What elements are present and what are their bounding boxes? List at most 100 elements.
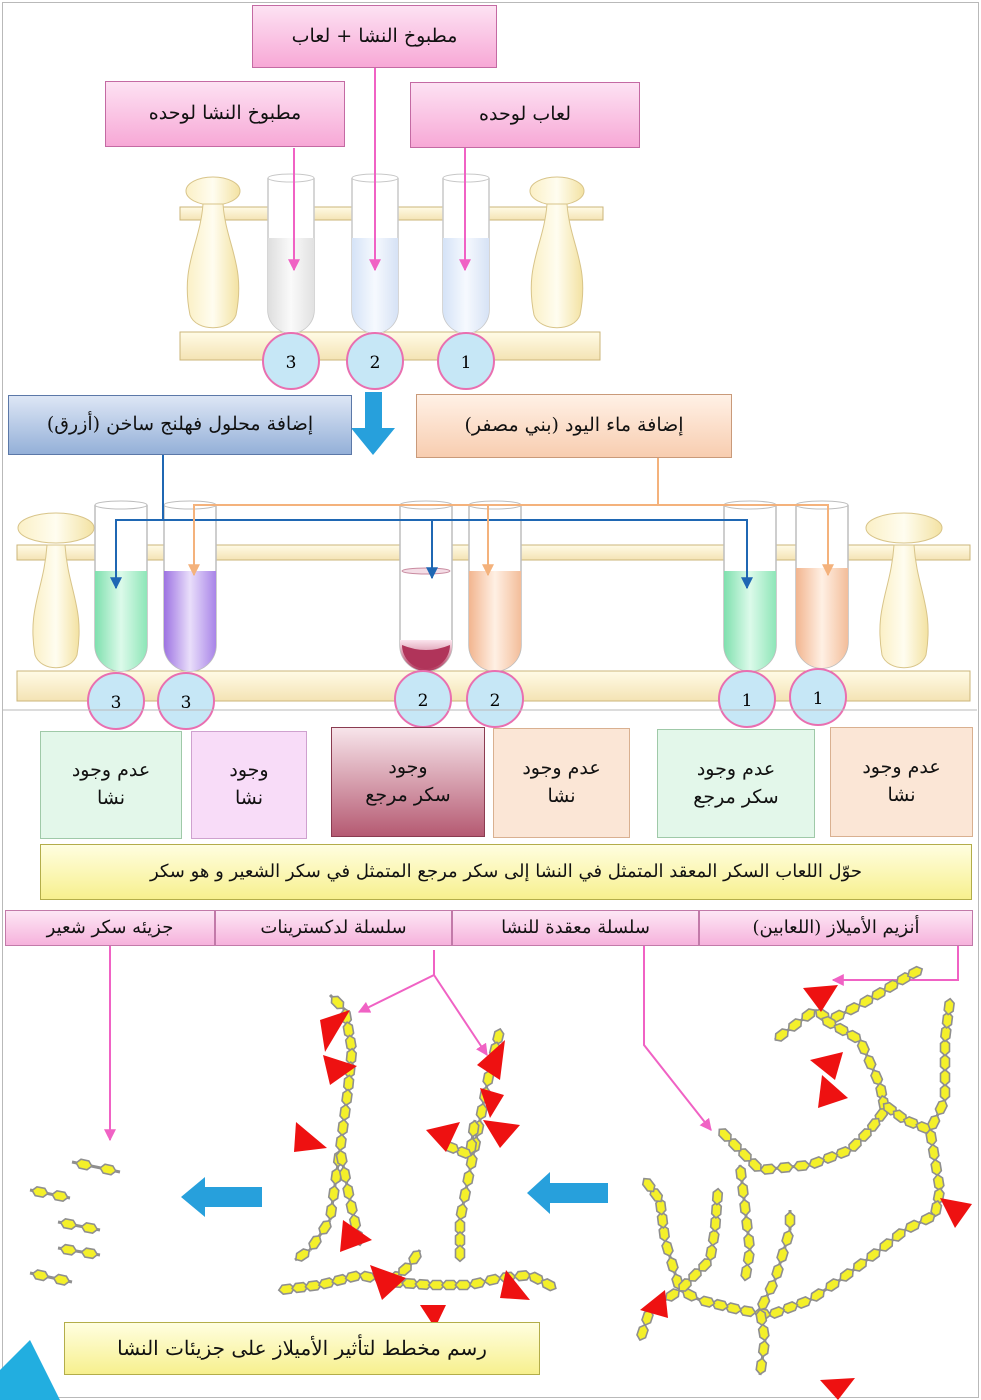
sugar-unit [458,1186,472,1204]
tube-number-circle [346,332,404,390]
sugar-unit [75,1158,93,1171]
sugar-unit [468,1277,487,1290]
sugar-unit [801,1008,816,1022]
result-line: نشا [887,784,916,806]
sugar-unit [697,1295,716,1308]
amylase-enzyme-shape [640,1290,668,1318]
amylase-enzyme-shape [340,1220,372,1252]
sugar-unit [741,1215,753,1234]
tube-number: 3 [181,693,192,713]
tube-number: 3 [111,693,122,713]
tube-number: 2 [490,691,501,711]
result-1-iodine: عدم وجود نشا [830,727,973,837]
sugar-unit [345,1198,358,1217]
result-2-iodine: عدم وجود نشا [493,728,630,838]
sugar-unit [318,1219,332,1236]
amylase-enzyme-shape [803,985,838,1012]
result-line: عدم وجود [71,759,151,782]
flask-left [185,176,241,329]
label-starch-only: مطبوخ النشا لوحده [105,81,345,147]
legend-starch-chain: سلسلة معقدة للنشا [452,910,699,946]
big-down-arrow [351,392,395,455]
test-tube-2-iodine [468,500,522,672]
sugar-unit [863,1054,877,1071]
sugar-unit [771,1262,784,1281]
sugar-unit [781,1229,794,1248]
sugar-unit [943,997,955,1016]
amylase-enzyme-shape [320,1010,350,1052]
sugar-unit [764,1279,778,1296]
amylase-enzymes [294,985,972,1400]
sugar-unit [308,1234,322,1251]
label-iodine: إضافة ماء اليود (بني مصفر) [416,394,732,458]
amylase-enzyme-shape [483,1120,520,1148]
sugar-unit [51,1189,69,1203]
sugar-unit [337,1118,349,1137]
sugar-unit [80,1221,99,1235]
test-tube-1-iodine [795,500,849,669]
tube-number: 1 [461,353,472,373]
arrow-left-1 [527,1172,608,1214]
sugar-unit [776,1246,789,1264]
result-1-fehling: عدم وجود سكر مرجع [657,729,815,838]
result-line: سكر مرجع [365,784,451,806]
sugar-unit [737,1181,749,1200]
amylase-enzyme-shape [480,1088,504,1118]
iodine-connector-lines [188,458,834,577]
test-tube-3-top [267,173,315,334]
sugar-unit [939,1083,951,1102]
sugar-unit [735,1164,747,1183]
sugar-unit [483,1273,502,1286]
sugar-unit [327,1184,340,1203]
sugar-unit [540,1278,557,1292]
sugar-unit [904,1219,921,1233]
label-saliva-only: لعاب لوحده [410,82,640,148]
sugar-unit [344,1270,363,1283]
corner-accent [0,1340,60,1400]
sugar-unit [718,1128,732,1142]
result-line: نشا [234,787,264,809]
amylase-enzyme-shape [500,1270,530,1300]
sugar-unit [661,1239,674,1258]
test-tube-3-fehling [94,500,148,672]
result-line: عدم وجود [522,757,601,780]
flask-right [529,176,585,329]
sugar-unit [839,1268,854,1282]
flask-right-2 [865,512,943,669]
sugar-unit [844,1002,861,1016]
result-line: عدم وجود [862,756,941,779]
sugar-unit [31,1269,50,1282]
test-tube-1-fehling [723,500,777,672]
sugar-unit [462,1169,475,1188]
result-line: نشا [547,785,576,807]
amylase-enzyme-shape [426,1122,460,1152]
result-line: نشا [96,787,126,809]
sugar-unit [906,965,924,980]
label-fehling: إضافة محلول فهلنج ساخن (أزرق) [8,395,352,455]
sugar-unit [740,1263,753,1282]
sugar-unit [666,1256,679,1274]
legend-amylase: أنزيم الأميلاز (اللعابين) [699,910,973,946]
legend-arrows [104,945,959,1142]
sugar-unit [755,1357,768,1376]
amylase-enzyme-shape [477,1040,505,1080]
amylase-enzyme-shape [818,1075,848,1108]
test-tube-2-fehling [399,500,453,672]
fehling-connector-lines [110,455,753,590]
sugar-unit [636,1323,649,1342]
sugar-unit [934,1099,948,1116]
sugar-unit [339,1103,351,1122]
sugar-unit [775,1161,795,1174]
tube-number: 2 [418,691,429,711]
sugar-unit [330,995,345,1010]
result-line: وجود [229,759,269,782]
sugar-unit [757,1323,770,1342]
amylase-enzyme-shape [820,1378,855,1400]
test-tube-3-iodine [163,500,217,672]
sugar-unit [743,1232,755,1251]
sugar-unit [742,1248,755,1267]
result-2-fehling: وجود سكر مرجع [331,727,485,837]
legend-dextrins: سلسلة لدكسترينات [215,910,452,946]
